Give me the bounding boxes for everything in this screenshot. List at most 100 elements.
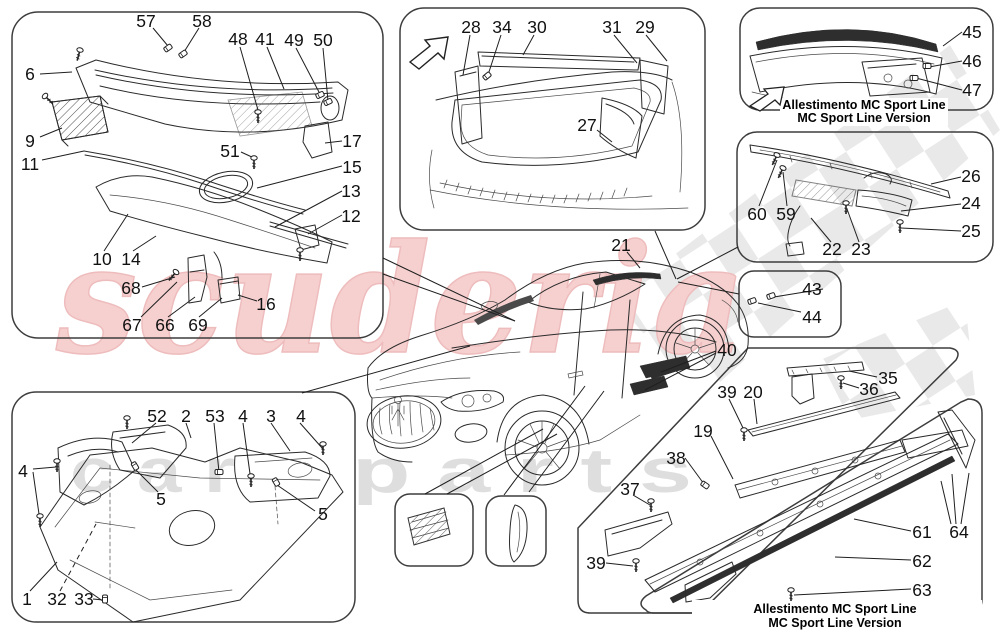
- leader-line: [676, 246, 739, 280]
- leader-line: [626, 251, 641, 269]
- spoiler-caption-line1: Allestimento MC Sport Line: [782, 98, 945, 112]
- screw-icon: [786, 586, 796, 602]
- part-number-label: 15: [342, 157, 361, 177]
- skirt-caption-line2: MC Sport Line Version: [768, 616, 901, 630]
- leader-line: [239, 46, 259, 111]
- leader-line: [132, 235, 157, 252]
- sideskirt-drawing: [604, 361, 969, 557]
- leader-line: [307, 214, 343, 235]
- part-number-label: 16: [256, 294, 275, 314]
- part-number-label: 40: [717, 340, 737, 360]
- clip-icon: [177, 49, 189, 59]
- leader-line: [324, 140, 343, 144]
- caption-backing: [692, 600, 982, 631]
- car-drawing: [366, 259, 749, 486]
- part-number-label: 68: [121, 278, 140, 298]
- part-number-label: 62: [912, 551, 931, 571]
- part-number-label: 5: [318, 504, 328, 524]
- part-number-label: 50: [313, 30, 333, 50]
- leader-line: [951, 473, 957, 525]
- part-number-label: 61: [912, 522, 931, 542]
- leader-line: [853, 518, 912, 532]
- leader-line: [834, 556, 912, 561]
- leader-line: [486, 34, 502, 79]
- leader-line: [131, 422, 157, 444]
- leader-line: [677, 281, 740, 295]
- skirt-caption-line1: Allestimento MC Sport Line: [753, 602, 916, 616]
- leader-line: [140, 281, 178, 318]
- part-number-label: 38: [666, 448, 685, 468]
- part-number-label: 4: [238, 406, 248, 426]
- roof-trim-drawing: [749, 144, 951, 257]
- leader-line: [198, 297, 223, 318]
- leader-line: [274, 190, 343, 228]
- part-number-label: 4: [18, 461, 28, 481]
- caption-backing: [780, 98, 948, 126]
- screw-icon: [247, 472, 255, 488]
- callout-box-roof-trim: [736, 131, 994, 263]
- cowl-assembly-drawing: [51, 59, 349, 304]
- part-number-label: 46: [962, 51, 981, 71]
- clip-icon: [162, 43, 174, 53]
- screw-icon: [35, 512, 45, 528]
- callout-box-sliver: [485, 495, 547, 567]
- callout-box-trunk: [399, 7, 706, 231]
- part-number-label: 60: [747, 204, 767, 224]
- clip-icon: [481, 71, 493, 81]
- part-number-label: 5: [156, 489, 166, 509]
- leader-line: [299, 422, 324, 450]
- leader-line: [270, 422, 291, 452]
- part-number-label: 27: [577, 115, 596, 135]
- leader-line: [237, 294, 258, 302]
- screw-icon: [739, 426, 749, 442]
- leader-line: [92, 598, 104, 601]
- car-roof-strip: [592, 272, 662, 286]
- leader-line: [462, 34, 471, 76]
- clip-icon: [314, 90, 326, 100]
- leader-line: [773, 288, 824, 298]
- leader-line: [276, 484, 316, 512]
- leader-line: [167, 296, 196, 318]
- part-number-label: 63: [912, 580, 931, 600]
- checkered-flag-watermark: [615, 45, 1000, 420]
- part-number-label: 48: [228, 29, 247, 49]
- part-number-label: 23: [851, 239, 870, 259]
- car-windshield-trim: [474, 295, 534, 325]
- part-number-label: 30: [527, 17, 547, 37]
- watermark-brand-text: scuderia: [55, 212, 746, 388]
- part-number-label: 26: [961, 166, 980, 186]
- part-number-label: 58: [192, 11, 211, 31]
- sliver-trim-drawing: [509, 504, 528, 563]
- screw-icon: [73, 46, 85, 63]
- trunk-trims-drawing: [429, 51, 689, 210]
- part-number-label: 41: [255, 29, 274, 49]
- part-number-label: 22: [822, 239, 841, 259]
- leader-line: [613, 34, 638, 64]
- leader-line: [660, 350, 717, 373]
- leader-line: [753, 398, 758, 425]
- clip-icon: [102, 594, 108, 604]
- leader-line: [242, 422, 252, 482]
- clip-icon: [909, 75, 919, 81]
- part-number-label: 11: [21, 154, 39, 174]
- clip-icon: [271, 476, 281, 488]
- part-number-label: 24: [961, 193, 981, 213]
- part-number-label: 47: [962, 80, 981, 100]
- leader-line: [185, 422, 192, 439]
- leader-line: [915, 77, 963, 91]
- leader-line: [41, 150, 85, 161]
- screw-icon: [631, 557, 641, 573]
- clip-icon: [699, 480, 711, 490]
- leader-line: [183, 27, 200, 53]
- leader-line: [32, 466, 57, 470]
- part-number-label: 29: [635, 17, 654, 37]
- leader-line: [32, 471, 41, 522]
- leader-line: [605, 562, 634, 567]
- part-number-label: 13: [341, 181, 360, 201]
- leader-line: [848, 370, 878, 378]
- leader-line: [301, 345, 471, 394]
- leader-line: [322, 47, 329, 102]
- callout-box-cowl: [11, 11, 384, 339]
